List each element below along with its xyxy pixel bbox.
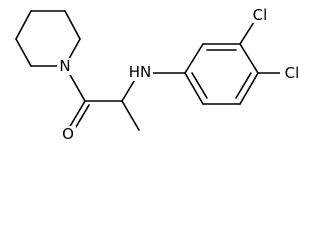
label-bg-n-ring (57, 58, 73, 75)
bond-ring-4 (15, 10, 32, 40)
label-bg-cl-4 (280, 64, 304, 81)
atom-o: O (62, 125, 74, 143)
benzene-ring (184, 43, 259, 105)
piperidine-ring (15, 10, 81, 67)
atom-n-ring: N (59, 57, 70, 75)
atom-nh: HN (129, 63, 152, 81)
bond-ar-3 (239, 43, 259, 74)
bond-ar-1 (184, 43, 204, 74)
atom-cl-3: Cl (253, 6, 268, 24)
bond-ring-5 (15, 38, 32, 67)
bond-ar-4-inner (235, 72, 252, 99)
label-bg-o (60, 126, 76, 143)
bond-ar-6-inner (191, 72, 208, 99)
bond-carbonyl-o-1 (68, 100, 86, 129)
atom-cl-4: Cl (285, 64, 300, 82)
bond-ar-6 (184, 72, 204, 105)
structure-diagram: N HN O Cl Cl (15, 6, 304, 143)
label-bg-nh (127, 64, 153, 81)
bond-ring-2 (64, 10, 81, 40)
bond-c3-cl (239, 21, 255, 45)
bond-alpha-methyl (121, 100, 140, 131)
bond-ar-4 (239, 72, 259, 105)
label-bg-cl-3 (248, 6, 272, 23)
